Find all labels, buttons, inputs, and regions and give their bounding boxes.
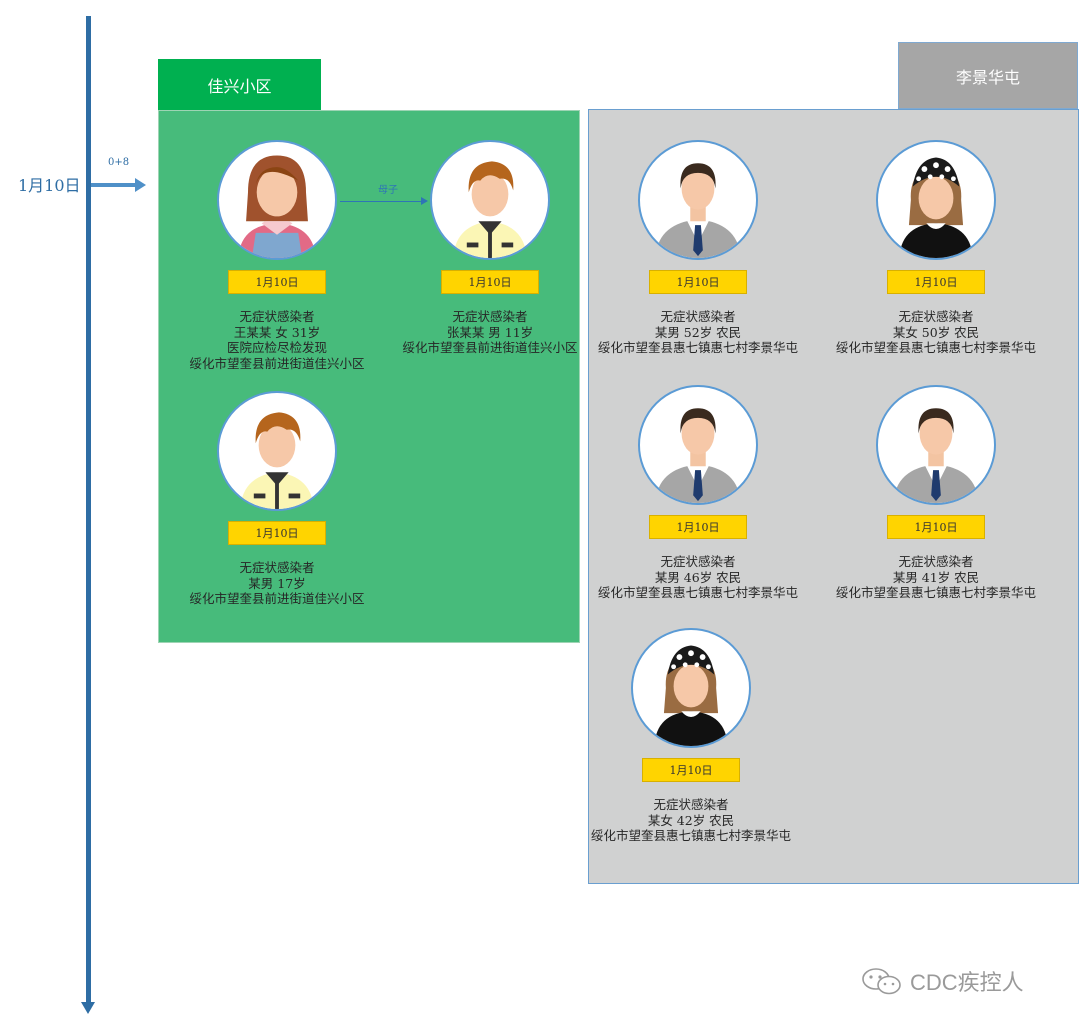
day-offset-label: 0+8 xyxy=(108,157,130,168)
case-address: 绥化市望奎县惠七镇惠七村李景华屯 xyxy=(835,585,1036,600)
case-node: 1月10日 无症状感染者 某女 42岁 农民 绥化市望奎县惠七镇惠七村李景华屯 xyxy=(561,628,821,844)
woman-scarf-avatar-icon xyxy=(876,140,996,260)
case-identity: 某男 46岁 农民 xyxy=(654,569,742,585)
date-badge: 1月10日 xyxy=(228,270,326,294)
case-info: 无症状感染者 某女 50岁 农民 绥化市望奎县惠七镇惠七村李景华屯 xyxy=(836,309,1036,356)
case-node: 1月10日 无症状感染者 张某某 男 11岁 绥化市望奎县前进街道佳兴小区 xyxy=(360,140,620,356)
case-info: 无症状感染者 王某某 女 31岁 医院应检尽检发现 绥化市望奎县前进街道佳兴小区 xyxy=(189,309,364,371)
case-type: 无症状感染者 xyxy=(239,560,315,575)
case-node: 1月10日 无症状感染者 某男 41岁 农民 绥化市望奎县惠七镇惠七村李景华屯 xyxy=(806,385,1066,601)
timeline-arrowhead xyxy=(81,1002,95,1014)
timeline-date-label: 1月10日 xyxy=(18,176,81,195)
date-badge: 1月10日 xyxy=(642,758,740,782)
case-address: 绥化市望奎县惠七镇惠七村李景华屯 xyxy=(597,585,798,600)
date-badge: 1月10日 xyxy=(887,270,985,294)
case-type: 无症状感染者 xyxy=(660,309,736,324)
watermark: CDC疾控人 xyxy=(860,965,1024,997)
case-node: 1月10日 无症状感染者 某男 52岁 农民 绥化市望奎县惠七镇惠七村李景华屯 xyxy=(568,140,828,356)
case-identity: 某男 52岁 农民 xyxy=(654,324,742,340)
case-type: 无症状感染者 xyxy=(660,554,736,569)
date-badge: 1月10日 xyxy=(441,270,539,294)
case-node: 1月10日 无症状感染者 某女 50岁 农民 绥化市望奎县惠七镇惠七村李景华屯 xyxy=(806,140,1066,356)
case-address: 绥化市望奎县惠七镇惠七村李景华屯 xyxy=(590,828,791,843)
boy-avatar-icon xyxy=(430,140,550,260)
woman-avatar-icon xyxy=(217,140,337,260)
case-identity: 某男 41岁 农民 xyxy=(892,569,980,585)
case-info: 无症状感染者 某男 41岁 农民 绥化市望奎县惠七镇惠七村李景华屯 xyxy=(836,554,1036,601)
relation-arrowhead xyxy=(421,197,428,205)
date-badge: 1月10日 xyxy=(887,515,985,539)
case-address: 绥化市望奎县前进街道佳兴小区 xyxy=(189,591,365,606)
relation-label: 母子 xyxy=(378,185,398,196)
case-address: 绥化市望奎县前进街道佳兴小区 xyxy=(402,340,578,355)
relation-arrow xyxy=(340,201,424,202)
case-node: 1月10日 无症状感染者 某男 17岁 绥化市望奎县前进街道佳兴小区 xyxy=(147,391,407,607)
case-type: 无症状感染者 xyxy=(898,309,974,324)
case-identity: 王某某 女 31岁 xyxy=(233,324,321,340)
man-suit-avatar-icon xyxy=(876,385,996,505)
timeline-axis xyxy=(86,16,91,1006)
case-address: 绥化市望奎县惠七镇惠七村李景华屯 xyxy=(835,340,1036,355)
case-info: 无症状感染者 某男 52岁 农民 绥化市望奎县惠七镇惠七村李景华屯 xyxy=(598,309,798,356)
case-identity: 某女 42岁 农民 xyxy=(647,812,735,828)
date-pointer-arrow xyxy=(91,183,137,187)
case-node: 1月10日 无症状感染者 王某某 女 31岁 医院应检尽检发现 绥化市望奎县前进… xyxy=(147,140,407,371)
man-suit-avatar-icon xyxy=(638,140,758,260)
case-type: 无症状感染者 xyxy=(898,554,974,569)
date-badge: 1月10日 xyxy=(228,521,326,545)
case-identity: 某男 17岁 xyxy=(248,575,306,591)
case-identity: 某女 50岁 农民 xyxy=(892,324,980,340)
case-detail: 医院应检尽检发现 xyxy=(226,340,327,355)
case-info: 无症状感染者 某女 42岁 农民 绥化市望奎县惠七镇惠七村李景华屯 xyxy=(591,797,791,844)
date-badge: 1月10日 xyxy=(649,270,747,294)
case-type: 无症状感染者 xyxy=(653,797,729,812)
wechat-icon xyxy=(862,968,901,995)
case-info: 无症状感染者 某男 17岁 绥化市望奎县前进街道佳兴小区 xyxy=(189,560,364,607)
case-type: 无症状感染者 xyxy=(239,309,315,324)
date-pointer-arrowhead xyxy=(135,178,146,192)
case-type: 无症状感染者 xyxy=(452,309,528,324)
case-node: 1月10日 无症状感染者 某男 46岁 农民 绥化市望奎县惠七镇惠七村李景华屯 xyxy=(568,385,828,601)
case-address: 绥化市望奎县惠七镇惠七村李景华屯 xyxy=(597,340,798,355)
watermark-text: CDC疾控人 xyxy=(910,970,1024,995)
region-tab-lijinghua: 李景华屯 xyxy=(898,42,1078,109)
boy-avatar-icon xyxy=(217,391,337,511)
case-info: 无症状感染者 某男 46岁 农民 绥化市望奎县惠七镇惠七村李景华屯 xyxy=(598,554,798,601)
woman-scarf-avatar-icon xyxy=(631,628,751,748)
case-info: 无症状感染者 张某某 男 11岁 绥化市望奎县前进街道佳兴小区 xyxy=(402,309,577,356)
case-address: 绥化市望奎县前进街道佳兴小区 xyxy=(189,355,365,371)
date-badge: 1月10日 xyxy=(649,515,747,539)
region-tab-jiaxing: 佳兴小区 xyxy=(158,59,321,110)
case-identity: 张某某 男 11岁 xyxy=(446,324,534,340)
man-suit-avatar-icon xyxy=(638,385,758,505)
